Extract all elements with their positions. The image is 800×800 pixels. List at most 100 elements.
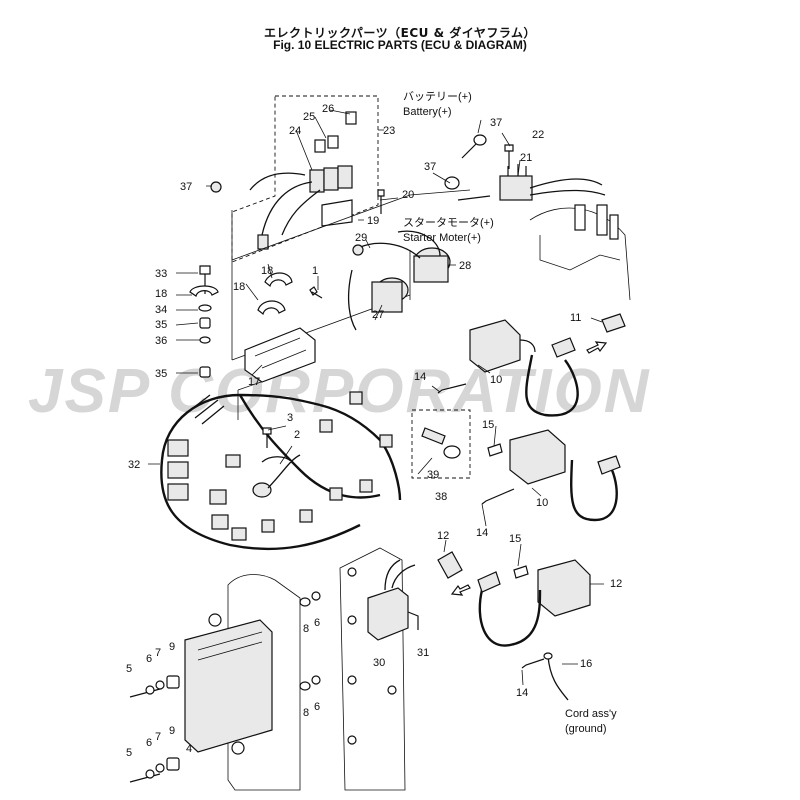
starter-label-en: Starter Moter(+) xyxy=(403,232,481,244)
washer-6-right-lower xyxy=(311,675,321,685)
plate-hole xyxy=(347,675,357,685)
harness-trunk xyxy=(160,393,321,461)
ecu-assembly xyxy=(129,574,321,791)
callout-18c: 18 xyxy=(155,288,167,300)
left-fastener-stack xyxy=(189,181,222,378)
callout-33: 33 xyxy=(155,268,167,280)
plate-hole xyxy=(347,615,357,625)
collar-7-upper xyxy=(155,680,165,690)
plate-hole xyxy=(231,741,245,755)
clip-15-upper xyxy=(487,443,503,457)
screw-20 xyxy=(377,189,385,214)
harness-trunk-lower xyxy=(160,459,361,551)
callout-38: 38 xyxy=(435,491,447,503)
relay-harness-wire xyxy=(249,172,306,191)
harness-connector xyxy=(211,514,229,530)
plug-cap-11b xyxy=(601,313,626,333)
starter-relay-body xyxy=(413,255,449,283)
washer-6-right-upper xyxy=(311,591,321,601)
callout-20: 20 xyxy=(402,189,414,201)
callout-12b: 12 xyxy=(610,578,622,590)
callout-8b: 8 xyxy=(303,707,309,719)
plate-hole xyxy=(387,685,397,695)
callout-37a: 37 xyxy=(180,181,192,193)
callout-2: 2 xyxy=(294,429,300,441)
harness-leads xyxy=(187,394,225,425)
harness-connector xyxy=(349,391,363,405)
callout-30: 30 xyxy=(373,657,385,669)
bushing-35b xyxy=(199,366,211,378)
ignition-coil-upper xyxy=(437,313,626,457)
harness-connector xyxy=(209,489,227,505)
callout-17: 17 xyxy=(248,376,260,388)
plug-cap-lower xyxy=(477,571,501,593)
harness-connector xyxy=(319,419,333,433)
callout-27: 27 xyxy=(372,309,384,321)
labels: バッテリー(+) Battery(+) スタータモータ(+) Starter M… xyxy=(403,90,617,735)
relay-lead xyxy=(347,269,357,331)
callout-37c: 37 xyxy=(424,161,436,173)
battery-cable xyxy=(529,189,606,196)
callout-9a: 9 xyxy=(169,641,175,653)
callout-10a: 10 xyxy=(490,374,502,386)
callout-5b: 5 xyxy=(126,747,132,759)
sensor-2 xyxy=(252,482,272,498)
wire-holder-18b xyxy=(257,300,286,316)
rectifier-leads xyxy=(384,559,416,591)
harness-connector xyxy=(299,509,313,523)
terminal-block-posts xyxy=(507,164,527,176)
harness-connector xyxy=(167,483,189,501)
bracket-outline xyxy=(231,189,471,361)
washer-6-upper xyxy=(145,685,155,695)
ground-terminal-16 xyxy=(543,652,553,660)
rectifier-plate xyxy=(339,547,406,791)
relay-plate-19 xyxy=(321,199,353,227)
bolt-1 xyxy=(309,286,323,299)
harness-connector xyxy=(167,439,189,457)
callout-5a: 5 xyxy=(126,663,132,675)
leader-line-set xyxy=(148,109,604,686)
callout-1: 1 xyxy=(312,265,318,277)
callout-numbers: 24 25 26 23 37 20 19 29 28 27 1 18 18 33… xyxy=(126,103,622,759)
plug-cap-middle xyxy=(597,455,621,475)
callout-3: 3 xyxy=(287,412,293,424)
callout-32: 32 xyxy=(128,459,140,471)
callout-7a: 7 xyxy=(155,647,161,659)
battery-label-jp: バッテリー(+) xyxy=(403,90,472,103)
battery-cable xyxy=(529,178,603,189)
relay-24 xyxy=(309,169,325,193)
ignition-coil-10-upper xyxy=(469,319,521,373)
grommet-8-lower xyxy=(299,681,311,691)
callout-6c: 6 xyxy=(314,617,320,629)
callout-8a: 8 xyxy=(303,623,309,635)
callout-7b: 7 xyxy=(155,731,161,743)
arrow-upper xyxy=(586,341,608,354)
harness-branch xyxy=(238,394,381,499)
bolt-3 xyxy=(262,427,272,448)
starter-motor-lead xyxy=(397,230,441,257)
sensor-body-38 xyxy=(421,427,446,445)
bushing-35 xyxy=(199,317,211,329)
terminal-block-group xyxy=(444,134,631,301)
cover-17-ribs xyxy=(254,337,307,369)
title-japanese: エレクトリックパーツ（ECU & ダイヤフラム） xyxy=(263,26,536,40)
rectifier-assembly xyxy=(339,547,419,791)
callout-12a: 12 xyxy=(437,530,449,542)
ecu-4-ribs xyxy=(197,631,263,661)
group-38-outline xyxy=(411,409,471,479)
clamp-2 xyxy=(261,456,293,463)
collar-7-lower xyxy=(155,763,165,773)
holder-18-left xyxy=(189,285,219,297)
relay-harness-wire xyxy=(261,181,313,236)
relay-cap-25 xyxy=(327,135,339,149)
callout-35b: 35 xyxy=(155,368,167,380)
callout-10b: 10 xyxy=(536,497,548,509)
callout-6b: 6 xyxy=(146,737,152,749)
plug-cap-12 xyxy=(437,551,463,579)
sensor-2-lead xyxy=(267,454,301,489)
bolt-5-lower xyxy=(129,773,161,783)
callout-26: 26 xyxy=(322,103,334,115)
ground-cord-16 xyxy=(547,655,569,701)
starter-label-jp: スタータモータ(+) xyxy=(403,216,494,229)
